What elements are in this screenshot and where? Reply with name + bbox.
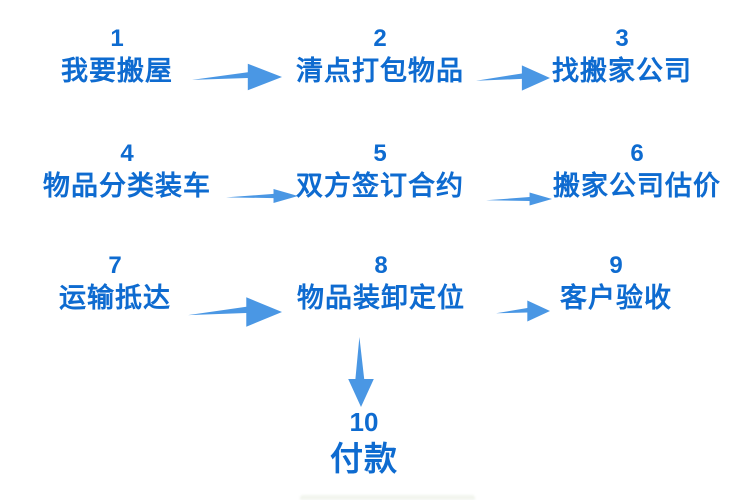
step-5: 5 双方签订合约 [296,142,464,200]
step-9: 9 客户验收 [560,254,672,312]
step-7: 7 运输抵达 [59,254,171,312]
arrow-down-8-to-10 [345,337,377,407]
step-10-label: 付款 [330,440,398,477]
step-10-number: 10 [349,407,379,437]
step-9-number: 9 [609,252,623,279]
step-7-number: 7 [108,252,122,279]
step-2: 2 清点打包物品 [296,27,464,85]
step-8-number: 8 [374,252,388,279]
arrow-right-1-to-2 [192,58,282,96]
step-4-label: 物品分类装车 [43,171,211,201]
step-1-number: 1 [110,25,124,52]
step-4-number: 4 [120,140,134,167]
step-2-number: 2 [373,25,387,52]
step-2-label: 清点打包物品 [296,56,464,86]
step-6-label: 搬家公司估价 [553,171,721,201]
step-10: 10 付款 [330,409,398,475]
step-7-label: 运输抵达 [59,283,171,313]
step-4: 4 物品分类装车 [43,142,211,200]
arrow-right-5-to-6 [486,186,552,212]
bottom-cutoff-artifact [300,495,475,500]
step-3-number: 3 [615,25,629,52]
arrow-right-4-to-5 [226,182,298,210]
arrow-right-7-to-8 [188,291,282,333]
step-8-label: 物品装卸定位 [297,283,465,313]
step-6: 6 搬家公司估价 [553,142,721,200]
step-8: 8 物品装卸定位 [297,254,465,312]
arrow-right-2-to-3 [476,60,550,96]
step-5-number: 5 [373,140,387,167]
step-9-label: 客户验收 [560,283,672,313]
step-6-number: 6 [630,140,644,167]
step-3: 3 找搬家公司 [552,27,692,85]
step-3-label: 找搬家公司 [552,56,692,86]
step-1-label: 我要搬屋 [61,56,173,86]
step-1: 1 我要搬屋 [61,27,173,85]
step-5-label: 双方签订合约 [296,171,464,201]
arrow-right-8-to-9 [496,296,550,326]
